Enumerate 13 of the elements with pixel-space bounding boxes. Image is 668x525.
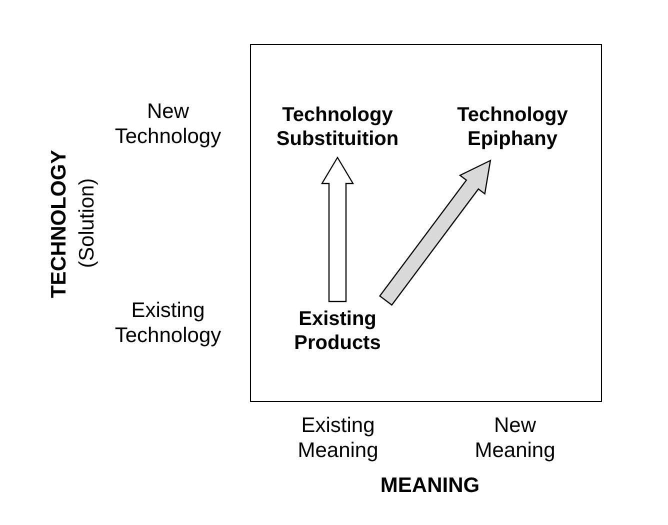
quadrant-label: Technology Epiphany (457, 102, 568, 150)
row-label: Existing Technology (114, 298, 222, 348)
quadrant-label: Existing Products (294, 306, 381, 354)
column-label: New Meaning (474, 413, 556, 463)
column-label: Existing Meaning (298, 413, 378, 463)
quadrant-label: Technology Substituition (276, 102, 399, 150)
block-arrow (320, 156, 354, 302)
axis-title: TECHNOLOGY (46, 150, 72, 298)
axis-subtitle: (Solution) (74, 178, 100, 268)
row-label: New Technology (114, 99, 222, 149)
matrix-frame (250, 44, 602, 402)
block-arrow (378, 159, 492, 306)
axis-title: MEANING (380, 473, 480, 498)
